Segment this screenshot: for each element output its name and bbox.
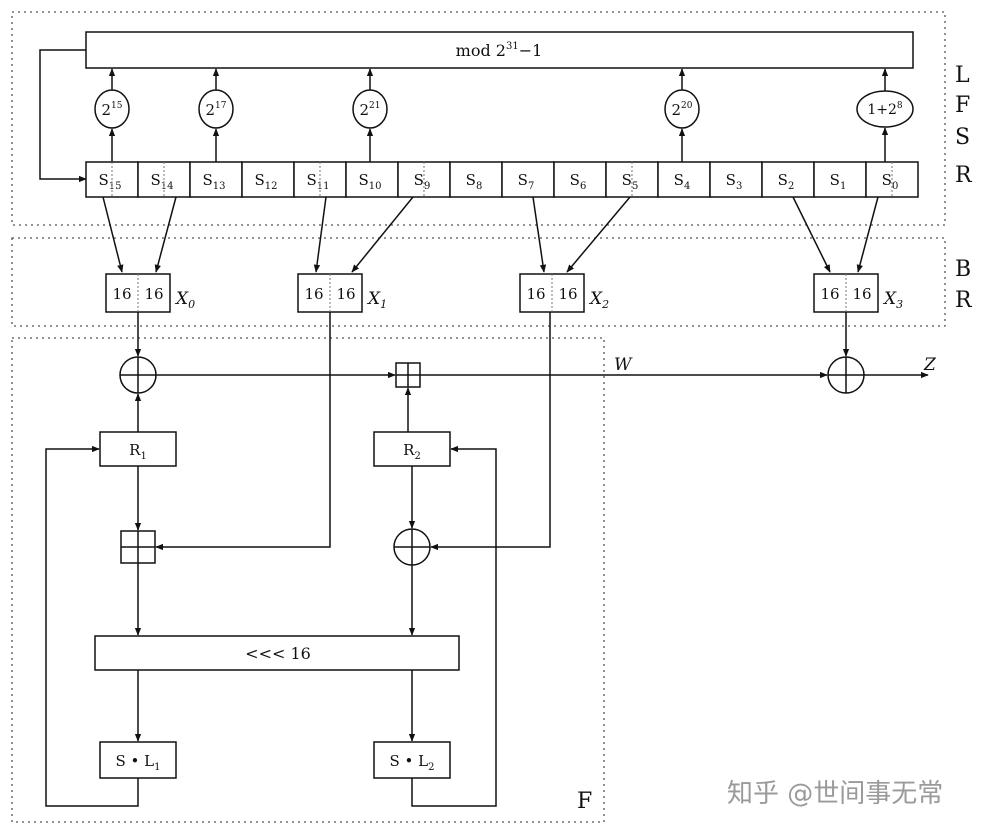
add-mod-w-icon [395, 362, 421, 388]
lfsr-cell-s2: S2 [761, 161, 815, 198]
mod-adder-label: mod 231−1 [456, 41, 543, 60]
svg-text:16: 16 [852, 285, 871, 303]
multiplier-2-17: 217 [198, 89, 234, 129]
br-section-frame [11, 237, 946, 327]
feedback-line [39, 49, 87, 183]
svg-text:X1: X1 [366, 289, 387, 311]
svg-text:16: 16 [144, 285, 163, 303]
lfsr-cell-s13: S13 [189, 161, 243, 198]
lfsr-cell-s6: S6 [553, 161, 607, 198]
lfsr-cell-s8: S8 [449, 161, 503, 198]
r2-register: R2 [373, 431, 451, 467]
svg-text:S3: S3 [726, 171, 743, 192]
svg-text:S12: S12 [254, 171, 277, 192]
sl2-box: S • L2 [373, 741, 451, 779]
svg-text:S7: S7 [518, 171, 535, 192]
svg-text:R1: R1 [129, 441, 147, 462]
svg-text:S14: S14 [150, 171, 173, 192]
rotate-label: <<< 16 [245, 644, 311, 663]
multiplier-2-21: 221 [352, 89, 388, 129]
w-label: W [614, 355, 633, 375]
sl1-to-r1-loop [45, 445, 139, 807]
svg-text:221: 221 [360, 101, 381, 119]
x1-to-adder [155, 312, 331, 551]
svg-text:S2: S2 [778, 171, 795, 192]
sl1-box: S • L1 [99, 741, 177, 779]
lfsr-cell-s3: S3 [709, 161, 763, 198]
lfsr-label-s: S [955, 125, 970, 150]
svg-text:16: 16 [558, 285, 577, 303]
svg-text:X0: X0 [174, 289, 195, 311]
br-register-x2: 16 16 X2 [519, 273, 609, 313]
br-register-x0: 16 16 X0 [105, 273, 195, 313]
lfsr-label-l: L [955, 63, 970, 88]
multiplier-1-plus-2-8: 1+28 [856, 90, 914, 128]
f-section-frame [11, 337, 605, 823]
svg-text:S6: S6 [570, 171, 587, 192]
svg-text:S8: S8 [466, 171, 483, 192]
svg-text:16: 16 [304, 285, 323, 303]
lfsr-cell-s10: S10 [345, 161, 399, 198]
add-mod-w1-icon [120, 530, 156, 564]
svg-text:S4: S4 [674, 171, 691, 192]
svg-text:16: 16 [336, 285, 355, 303]
rotate-box [94, 635, 460, 671]
svg-text:X2: X2 [588, 289, 609, 311]
svg-text:S0: S0 [882, 171, 899, 192]
lfsr-cell-s7: S7 [501, 161, 555, 198]
svg-text:S5: S5 [622, 171, 639, 192]
xor-output-icon [827, 356, 865, 394]
svg-text:16: 16 [820, 285, 839, 303]
svg-text:S9: S9 [414, 171, 431, 192]
x2-to-xor [430, 312, 551, 551]
svg-text:S15: S15 [98, 171, 121, 192]
svg-text:215: 215 [102, 101, 123, 119]
svg-text:S • L1: S • L1 [116, 752, 161, 773]
watermark: 知乎 @世间事无常 [727, 779, 943, 809]
f-section-label: F [577, 789, 592, 814]
multiplier-2-20: 220 [664, 89, 700, 129]
svg-text:S • L2: S • L2 [390, 752, 435, 773]
lfsr-register-cells: S15 S14 S13 S12 S11 S10 S9 S8 S7 S6 S5 S4 S3 S2 S1 S0 [85, 161, 919, 198]
br-label-b: B [955, 257, 971, 282]
lfsr-cell-s4: S4 [657, 161, 711, 198]
lfsr-label-f: F [955, 93, 970, 118]
svg-text:16: 16 [526, 285, 545, 303]
svg-text:S11: S11 [306, 171, 329, 192]
svg-text:S1: S1 [830, 171, 847, 192]
multiplier-arrows [108, 68, 889, 162]
lfsr-cell-s1: S1 [813, 161, 867, 198]
svg-text:16: 16 [112, 285, 131, 303]
br-register-x3: 16 16 X3 [813, 273, 903, 313]
br-input-arrows [102, 196, 879, 273]
svg-text:1+28: 1+28 [867, 101, 903, 118]
svg-text:220: 220 [672, 101, 693, 119]
lfsr-cell-s12: S12 [241, 161, 295, 198]
br-register-x1: 16 16 X1 [297, 273, 387, 313]
lfsr-section-frame [11, 11, 946, 226]
svg-text:X3: X3 [882, 289, 903, 311]
lfsr-label-r: R [955, 163, 973, 188]
svg-text:217: 217 [206, 101, 227, 119]
sl2-to-r2-loop [411, 445, 497, 807]
r1-register: R1 [99, 431, 177, 467]
xor-w2-icon [393, 528, 431, 566]
svg-text:R2: R2 [403, 441, 421, 462]
xor-x0-icon [119, 356, 157, 394]
svg-text:S10: S10 [358, 171, 381, 192]
svg-text:S13: S13 [202, 171, 225, 192]
multiplier-2-15: 215 [94, 89, 130, 129]
br-label-r: R [955, 288, 973, 313]
z-label: Z [923, 355, 937, 375]
